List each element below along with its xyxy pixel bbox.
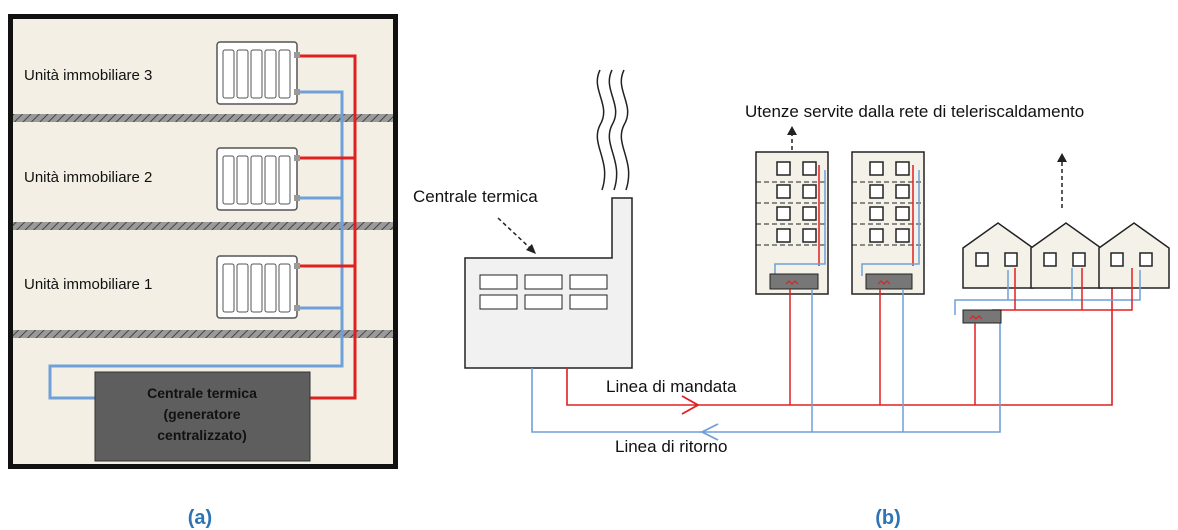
- floor-1: [13, 230, 393, 330]
- plant-window: [524, 274, 563, 290]
- plant-window: [524, 294, 563, 310]
- panel-a: Unità immobiliare 3 Unità immobiliare 2 …: [8, 14, 398, 469]
- arrow-head-icon: [526, 244, 536, 254]
- house-supply-branch: [1014, 268, 1083, 310]
- slab-1: [13, 330, 393, 338]
- apartment-building: [755, 151, 829, 432]
- house: [962, 222, 1034, 289]
- plant-window: [479, 294, 518, 310]
- heat-exchanger-substation: [962, 309, 1002, 324]
- caption-a: (a): [188, 507, 212, 529]
- arrow-head-icon: [787, 126, 797, 135]
- plant-window: [569, 294, 608, 310]
- smoke-icon: [608, 69, 618, 191]
- central-generator: [94, 371, 311, 462]
- apartment-building: [851, 151, 925, 432]
- floor-2: [13, 122, 393, 222]
- plant-label: Centrale termica: [413, 187, 538, 206]
- return-line-label: Linea di ritorno: [615, 437, 727, 456]
- house-return-branch: [1007, 268, 1073, 300]
- plant-window: [479, 274, 518, 290]
- return-arrow-icon: [699, 423, 719, 441]
- plant-pointer: [497, 217, 531, 249]
- slab-3: [13, 114, 393, 122]
- panel-b: Centrale termica Linea di mandata Linea …: [413, 69, 1170, 456]
- plant-window: [569, 274, 608, 290]
- generator-label-line3: centralizzato): [157, 427, 246, 443]
- unit-2-label: Unità immobiliare 2: [24, 169, 152, 186]
- unit-3-label: Unità immobiliare 3: [24, 67, 152, 84]
- return-riser: [48, 90, 344, 400]
- floor-3: [13, 19, 393, 114]
- arrow-head-icon: [1057, 153, 1067, 162]
- smoke-icon: [620, 69, 630, 191]
- smoke-icon: [596, 69, 606, 191]
- supply-line-label: Linea di mandata: [606, 377, 737, 396]
- supply-line: [566, 285, 1113, 406]
- unit-1-label: Unità immobiliare 1: [24, 276, 152, 293]
- house-return-line: [954, 270, 1141, 315]
- supply-arrow-icon: [681, 395, 700, 415]
- house: [1098, 222, 1170, 289]
- users-label: Utenze servite dalla rete di teleriscald…: [745, 102, 1084, 121]
- supply-riser: [300, 54, 357, 400]
- house: [1030, 222, 1102, 289]
- radiator-icon: [216, 255, 300, 319]
- generator-label-line1: Centrale termica: [147, 385, 257, 401]
- return-line: [531, 312, 1001, 433]
- generator-label-line2: (generatore: [163, 406, 240, 422]
- exchanger-coil-icon: [969, 315, 983, 320]
- slab-2: [13, 222, 393, 230]
- radiator-icon: [216, 147, 300, 211]
- radiator-icon: [216, 41, 300, 105]
- caption-b: (b): [875, 507, 901, 529]
